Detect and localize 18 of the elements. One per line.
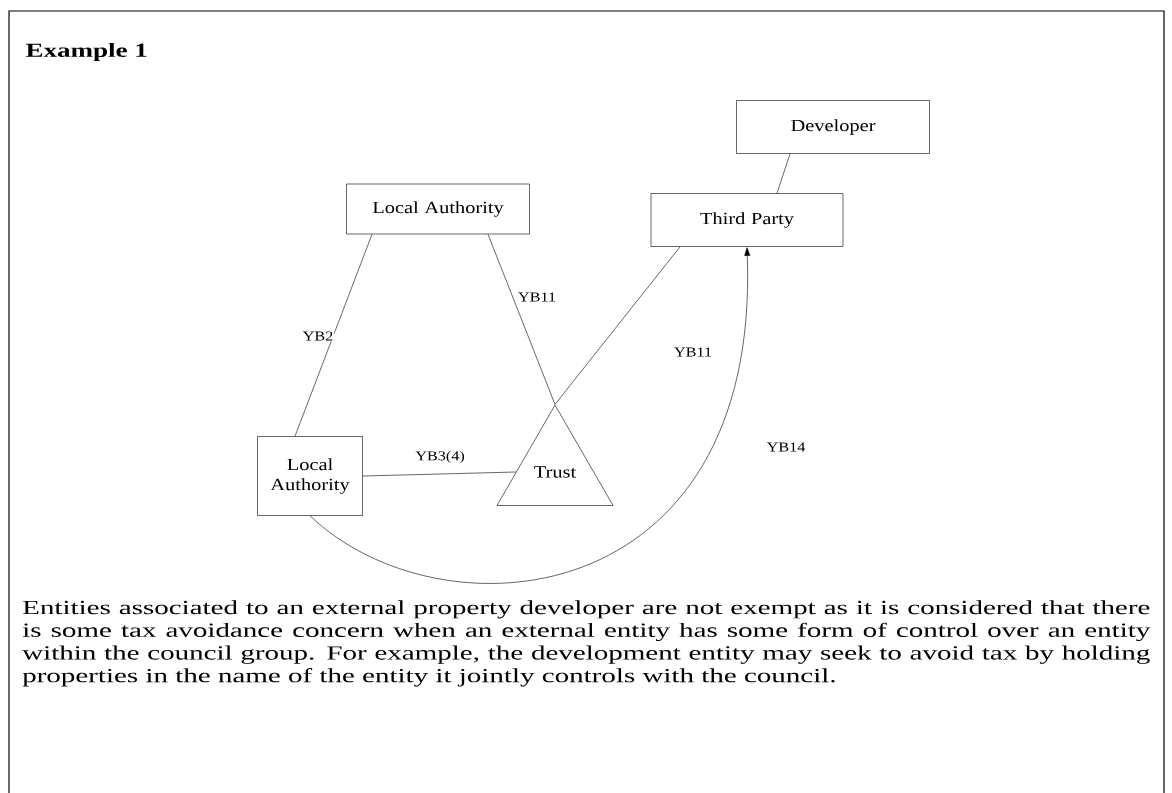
edge-label: YB14 [765, 441, 807, 453]
edge-label: YB2 [301, 330, 335, 342]
connector-line [554, 246, 681, 405]
entity-box: Local Authority [346, 183, 530, 235]
trust-triangle: Trust [496, 404, 614, 506]
title: Example 1 [26, 42, 147, 62]
connector-line [362, 471, 517, 477]
connector-line [776, 153, 791, 194]
entity-box: Third Party [650, 193, 844, 247]
caption: Entities associated to an external property developer are not exempt as it is considered that there is some tax avoidance concern when an external entity has some form of control over an entity within the council group. For example, the development entity may seek to avoid tax by holding properties in the name of the entity it jointly controls with the council. [22, 600, 1151, 687]
connector-line [487, 234, 556, 405]
edge-label: YB11 [516, 291, 558, 303]
entity-box: Developer [736, 100, 930, 154]
curved-arrow [309, 247, 751, 584]
edge-label: YB3(4) [414, 449, 466, 465]
edge-label: YB11 [672, 346, 714, 358]
connector-line [294, 234, 373, 437]
entity-box: Local Authority [257, 436, 363, 516]
